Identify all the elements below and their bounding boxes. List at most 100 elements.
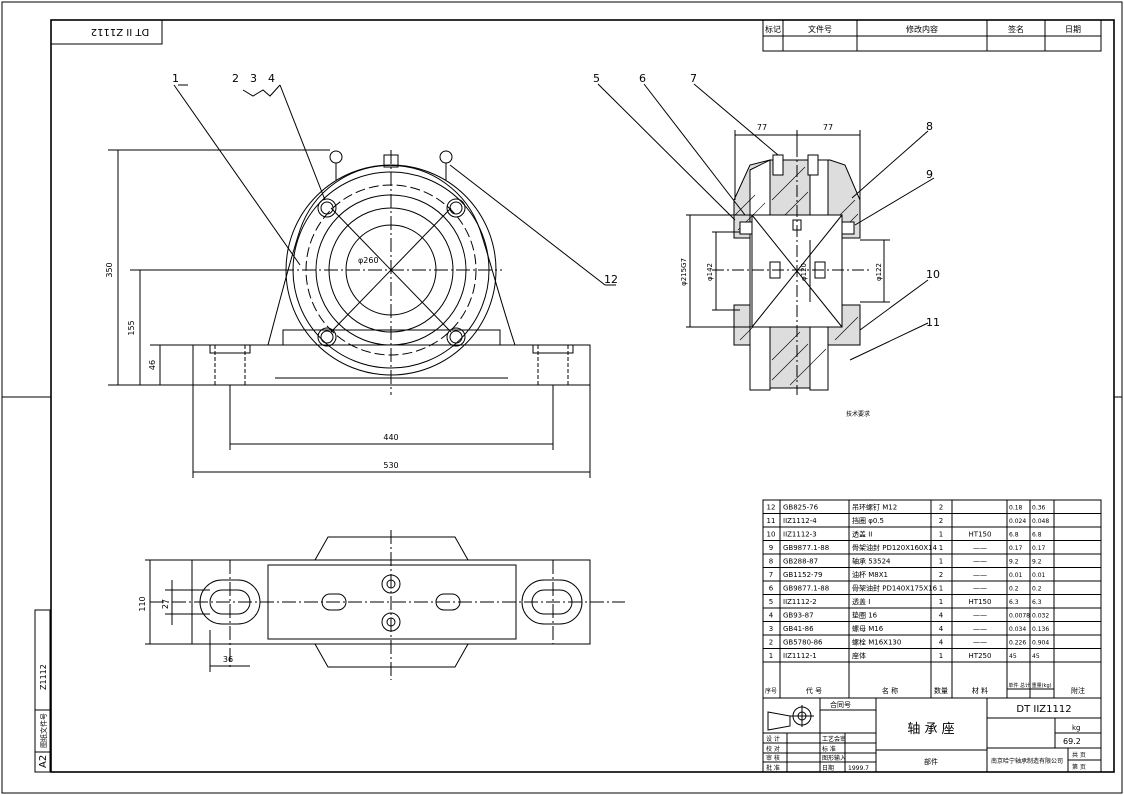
bom-cell-w1: 0.024: [1009, 518, 1026, 525]
rev-col-date: 日期: [1065, 25, 1081, 34]
ledger-label: 图纸文件号: [39, 713, 48, 748]
tb-title: 轴 承 座: [907, 722, 954, 737]
bom-cell-w2: 0.136: [1032, 626, 1049, 633]
bom-cell-code: GB9877.1-88: [783, 544, 829, 552]
bom-cell-name: 座体: [852, 651, 866, 660]
bom-cell-mat: ——: [973, 544, 987, 552]
bom-header-weight: 单件 总计 重量(kg): [1008, 682, 1051, 689]
bom-cell-w2: 6.3: [1032, 599, 1042, 606]
bom-cell-no: 9: [769, 544, 773, 552]
bom-cell-qty: 2: [939, 504, 943, 512]
callout-11: 11: [926, 316, 940, 329]
bom-cell-qty: 1: [939, 544, 943, 552]
tb-code: DT IIZ1112: [1016, 704, 1071, 715]
bom-header-name: 名 称: [882, 686, 898, 695]
tb-role-approve: 批 准: [766, 764, 780, 772]
bom-cell-no: 7: [769, 571, 773, 579]
bom-cell-name: 垫圈 16: [852, 611, 878, 620]
bom-cell-mat: HT150: [969, 598, 992, 606]
bom-cell-no: 2: [769, 639, 773, 647]
callout-8: 8: [926, 120, 933, 133]
bom-header-mat: 材 料: [972, 686, 988, 695]
callout-12: 12: [604, 273, 618, 286]
dim-front-height-total: 350: [105, 262, 114, 277]
bom-cell-w1: 0.17: [1009, 545, 1023, 552]
bom-cell-mat: HT150: [969, 531, 992, 539]
bom-cell-no: 11: [767, 517, 776, 525]
callout-10: 10: [926, 268, 940, 281]
bom-cell-w1: 45: [1009, 653, 1017, 660]
bom-cell-w1: 6.3: [1009, 599, 1019, 606]
plan-view: [145, 530, 625, 680]
bom-cell-name: 油杯 M8X1: [852, 570, 888, 579]
tb-role2-date: 日期: [822, 764, 834, 772]
dim-section-d2: φ142: [706, 263, 714, 281]
bom-cell-w2: 0.904: [1032, 640, 1049, 647]
bom-cell-no: 1: [769, 652, 773, 660]
bom-cell-w1: 0.18: [1009, 505, 1023, 512]
technical-note-label: 技术要求: [846, 410, 870, 418]
bom-cell-w2: 0.17: [1032, 545, 1046, 552]
bom-cell-name: 轴承 53524: [852, 557, 891, 566]
callout-7: 7: [690, 72, 697, 85]
bom-cell-name: 挡圈 φ0.5: [852, 516, 884, 525]
bom-cell-no: 4: [769, 612, 774, 620]
bom-cell-no: 6: [769, 585, 774, 593]
bom-cell-w1: 0.226: [1009, 640, 1026, 647]
tb-role2-standard: 标 准: [822, 745, 836, 753]
bom-cell-w2: 0.2: [1032, 586, 1042, 593]
bom-cell-code: IIZ1112-2: [783, 598, 817, 606]
bom-cell-qty: 2: [939, 517, 943, 525]
dim-front-dia: φ260: [358, 256, 379, 265]
title-block: [762, 697, 1102, 773]
bom-cell-code: GB9877.1-88: [783, 585, 829, 593]
bom-cell-code: GB41-86: [783, 625, 814, 633]
bom-cell-no: 12: [767, 504, 776, 512]
tb-company: 南京哈宁轴承制造有限公司: [991, 757, 1063, 765]
ledger-number: Z1112: [39, 664, 48, 690]
tb-contract: 合同号: [830, 700, 851, 709]
callout-9: 9: [926, 168, 933, 181]
bom-cell-qty: 1: [939, 531, 943, 539]
bom-cell-mat: HT250: [969, 652, 992, 660]
bom-cell-w2: 6.8: [1032, 532, 1042, 539]
bom-cell-no: 3: [769, 625, 773, 633]
bom-cell-no: 8: [769, 558, 773, 566]
bom-header-no: 序号: [765, 687, 777, 695]
rev-col-file: 文件号: [808, 24, 832, 34]
dim-section-right: 77: [823, 123, 833, 132]
bom-cell-w1: 0.034: [1009, 626, 1026, 633]
tb-role2-input: 图形输入: [822, 754, 846, 762]
dim-section-d3: φ120: [800, 263, 808, 281]
bom-cell-mat: ——: [973, 585, 987, 593]
callout-1: 1: [172, 72, 179, 85]
bom-cell-w2: 45: [1032, 653, 1040, 660]
bom-cell-code: IIZ1112-4: [783, 517, 817, 525]
bom-cell-qty: 4: [939, 625, 944, 633]
bom-cell-qty: 2: [939, 571, 943, 579]
tb-component: 部件: [924, 757, 938, 766]
bom-cell-code: IIZ1112-3: [783, 531, 817, 539]
bom-cell-name: 螺母 M16: [852, 624, 884, 633]
bom-cell-w1: 0.01: [1009, 572, 1023, 579]
bom-cell-mat: ——: [973, 612, 987, 620]
rev-col-sign: 签名: [1008, 24, 1024, 34]
dim-section-left: 77: [757, 123, 767, 132]
bom-cell-name: 螺栓 M16X130: [852, 638, 901, 647]
bom-cell-w1: 0.2: [1009, 586, 1019, 593]
callout-6: 6: [639, 72, 646, 85]
callout-4: 4: [268, 72, 275, 85]
code-box-text: DT II Z1112: [91, 26, 149, 37]
bom-cell-code: GB93-87: [783, 612, 814, 620]
bom-cell-code: GB288-87: [783, 558, 818, 566]
code-box: DT II Z1112: [50, 19, 163, 45]
bom-cell-mat: ——: [973, 639, 987, 647]
dim-front-height-center: 155: [127, 320, 136, 335]
bom-cell-no: 5: [769, 598, 773, 606]
bom-cell-no: 10: [767, 531, 776, 539]
rev-col-content: 修改内容: [906, 24, 938, 34]
bom-cell-qty: 1: [939, 598, 943, 606]
